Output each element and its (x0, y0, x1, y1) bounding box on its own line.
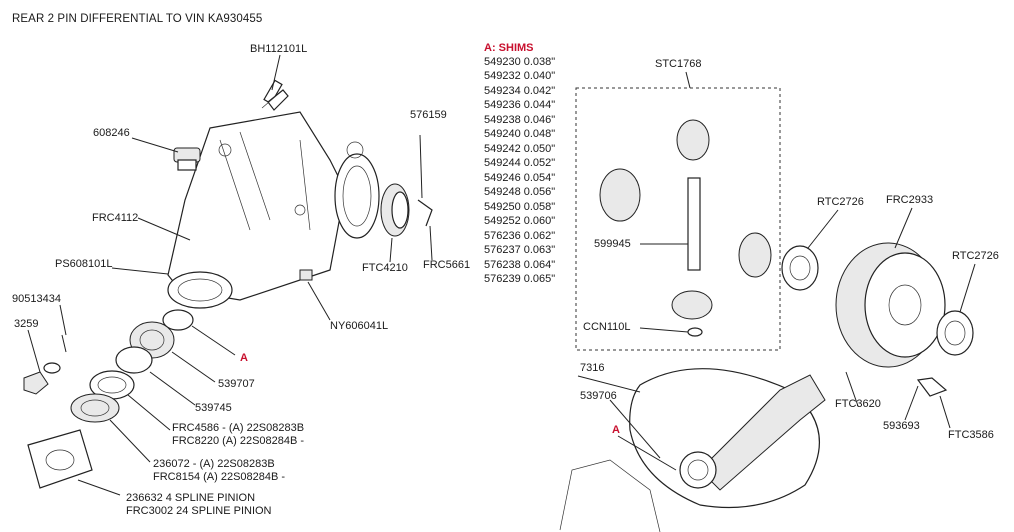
shim-item: 576236 0.062" (484, 230, 556, 242)
label-599945: 599945 (594, 238, 631, 250)
shim-item: 549240 0.048" (484, 128, 556, 140)
label-frc2933: FRC2933 (886, 194, 934, 206)
label-ps608101l: PS608101L (55, 258, 113, 270)
label-a-right: A (612, 424, 620, 436)
housing-fragment (559, 459, 661, 532)
label-ftc4210: FTC4210 (362, 262, 408, 274)
label-608246: 608246 (93, 127, 130, 139)
plug-608246 (173, 147, 201, 171)
bolt-bh112101l (261, 79, 289, 111)
shim-item: 576237 0.063" (484, 244, 556, 256)
label-frc8154: FRC8154 (A) 22S08284B - (153, 471, 286, 483)
label-236632: 236632 4 SPLINE PINION (126, 492, 256, 504)
label-frc8220: FRC8220 (A) 22S08284B - (172, 435, 305, 447)
gear-ftc4210 (380, 183, 410, 237)
diagram-title: REAR 2 PIN DIFFERENTIAL TO VIN KA930455 (12, 13, 263, 25)
shim-item: 549242 0.050" (484, 143, 556, 155)
shim-item: 549244 0.052" (484, 157, 556, 169)
label-rtc2726-a: RTC2726 (817, 196, 864, 208)
label-bh112101l: BH112101L (250, 43, 308, 55)
label-236072: 236072 - (A) 22S08283B (153, 458, 275, 470)
label-539706: 539706 (580, 390, 617, 402)
label-frc5661: FRC5661 (423, 259, 471, 271)
label-3259: 3259 (14, 318, 39, 330)
nut-3259 (23, 334, 67, 395)
shim-item: 576239 0.065" (484, 273, 556, 285)
leader-lines (27, 54, 976, 496)
label-593693: 593693 (883, 420, 920, 432)
shims-heading: A: SHIMS (484, 42, 534, 54)
shim-item: 549248 0.056" (484, 186, 556, 198)
label-frc3002: FRC3002 24 SPLINE PINION (126, 505, 272, 517)
label-90513434: 90513434 (12, 293, 61, 305)
diff-internals-box (575, 87, 781, 351)
shim-item: 549230 0.038" (484, 56, 556, 68)
label-ny606041l: NY606041L (330, 320, 389, 332)
label-ftc3586: FTC3586 (948, 429, 994, 441)
shim-item: 549236 0.044" (484, 99, 556, 111)
label-rtc2726-b: RTC2726 (952, 250, 999, 262)
label-576159: 576159 (410, 109, 447, 121)
shim-item: 549234 0.042" (484, 85, 556, 97)
label-frc4586: FRC4586 - (A) 22S08283B (172, 422, 305, 434)
plug-ny606041l (299, 269, 313, 281)
differential-housing (167, 111, 380, 309)
shim-item: 549250 0.058" (484, 201, 556, 213)
shim-item: 549246 0.054" (484, 172, 556, 184)
label-frc4112: FRC4112 (92, 212, 139, 224)
label-7316: 7316 (580, 362, 605, 374)
pinion-shaft (679, 374, 826, 491)
shim-item: 549252 0.060" (484, 215, 556, 227)
diff-internal-gears (599, 119, 772, 337)
label-ccn110l: CCN110L (583, 321, 631, 333)
label-stc1768: STC1768 (655, 58, 702, 70)
label-a-left: A (240, 352, 248, 364)
carrier-assembly (781, 242, 974, 397)
shim-item: 549238 0.046" (484, 114, 556, 126)
label-539707: 539707 (218, 378, 255, 390)
pin-frc5661 (417, 199, 433, 227)
shim-item: 576238 0.064" (484, 259, 556, 271)
bearing-stack (70, 309, 194, 423)
label-ftc3620: FTC3620 (835, 398, 881, 410)
flange (27, 429, 93, 489)
label-539745: 539745 (195, 402, 232, 414)
shim-item: 549232 0.040" (484, 70, 556, 82)
